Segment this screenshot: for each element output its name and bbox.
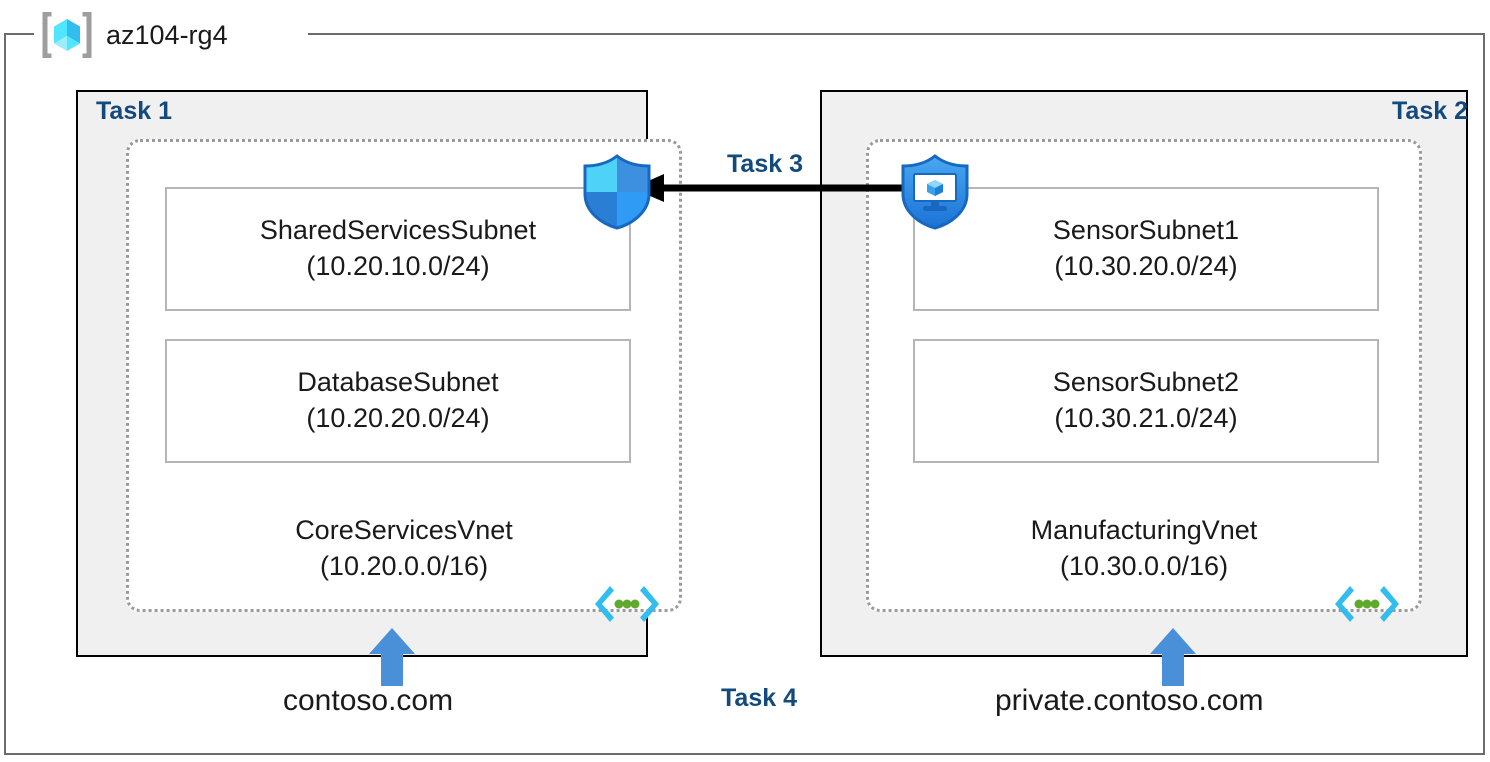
dns-zone-private: private.contoso.com xyxy=(995,684,1264,717)
subnet-sensor-2: SensorSubnet2 (10.30.21.0/24) xyxy=(913,339,1379,463)
task-2-label: Task 2 xyxy=(1392,97,1468,125)
resource-group-name: az104-rg4 xyxy=(106,19,228,50)
subnet-name: SensorSubnet2 xyxy=(1052,367,1240,398)
vnet-name: ManufacturingVnet xyxy=(1030,515,1258,545)
bastion-shield-monitor-icon xyxy=(898,154,972,230)
up-arrow-icon xyxy=(367,626,417,688)
shield-icon xyxy=(580,154,654,230)
subnet-name: DatabaseSubnet xyxy=(297,367,499,398)
task-1-label: Task 1 xyxy=(96,97,172,125)
virtual-network-icon xyxy=(592,582,662,626)
subnet-name: SharedServicesSubnet xyxy=(259,215,537,246)
subnet-cidr: (10.20.10.0/24) xyxy=(306,251,490,281)
subnet-sensor-1: SensorSubnet1 (10.30.20.0/24) xyxy=(913,187,1379,311)
subnet-cidr: (10.20.20.0/24) xyxy=(306,403,490,433)
vnet-name: CoreServicesVnet xyxy=(295,515,513,545)
dns-zone-public: contoso.com xyxy=(283,684,454,717)
vnet-cidr: (10.20.0.0/16) xyxy=(319,550,489,581)
task-3-label: Task 3 xyxy=(721,150,809,181)
up-arrow-icon xyxy=(1148,626,1198,688)
subnet-name: SensorSubnet1 xyxy=(1052,215,1240,246)
manufacturing-vnet-caption: ManufacturingVnet (10.30.0.0/16) xyxy=(929,513,1359,584)
subnet-database: DatabaseSubnet (10.20.20.0/24) xyxy=(165,339,631,463)
subnet-cidr: (10.30.20.0/24) xyxy=(1054,251,1238,281)
resource-group-header: az104-rg4 xyxy=(38,7,228,63)
azure-resource-group-icon xyxy=(38,9,96,61)
virtual-network-icon xyxy=(1332,582,1402,626)
task-4-label: Task 4 xyxy=(721,684,797,712)
resource-group-frame xyxy=(4,33,1485,755)
subnet-cidr: (10.30.21.0/24) xyxy=(1054,403,1238,433)
subnet-shared-services: SharedServicesSubnet (10.20.10.0/24) xyxy=(165,187,631,311)
core-services-vnet-caption: CoreServicesVnet (10.20.0.0/16) xyxy=(189,513,619,584)
vnet-cidr: (10.30.0.0/16) xyxy=(1059,550,1229,581)
